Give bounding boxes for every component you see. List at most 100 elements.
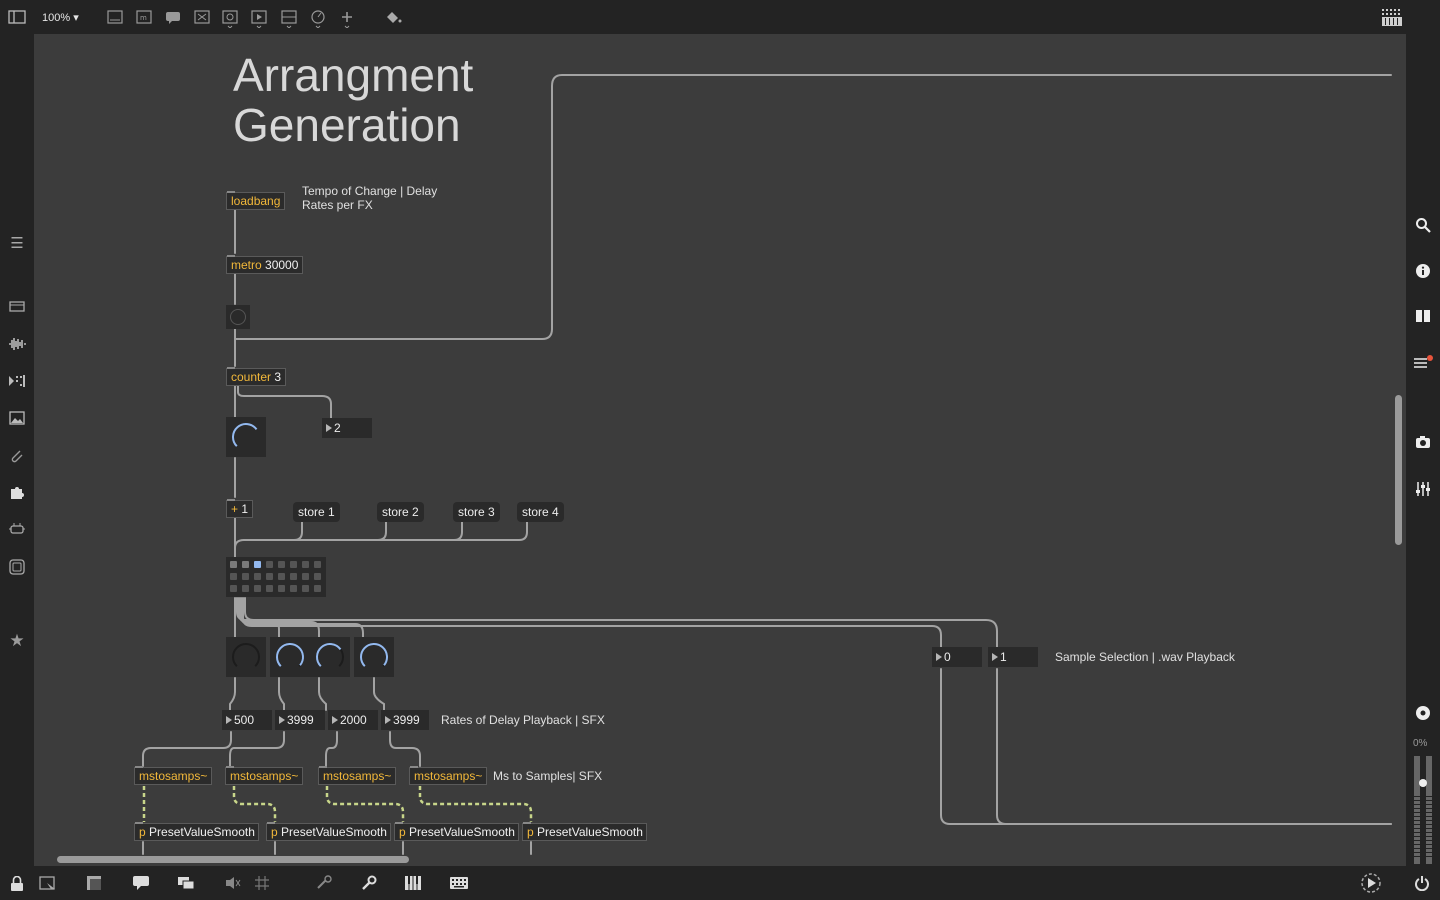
slider-icon[interactable] [281, 10, 297, 30]
store-4-message[interactable]: store 4 [517, 502, 564, 522]
preset-slot[interactable] [254, 573, 261, 580]
delay-dial-1[interactable] [226, 637, 266, 677]
store-2-message[interactable]: store 2 [377, 502, 424, 522]
loadbang-object[interactable]: loadbang [226, 191, 286, 210]
mstosamps-object-1[interactable]: mstosamps~ [134, 766, 212, 785]
preset-slot[interactable] [290, 585, 297, 592]
piano-icon[interactable] [404, 875, 422, 893]
preset-slot[interactable] [290, 561, 297, 568]
plus-object[interactable]: + 1 [226, 499, 254, 518]
star-icon[interactable]: ★ [9, 631, 25, 650]
presentation-icon[interactable] [107, 10, 123, 26]
preset-smooth-object-2[interactable]: p PresetValueSmooth [266, 822, 391, 841]
preset-smooth-object-4[interactable]: p PresetValueSmooth [522, 822, 647, 841]
lock-icon[interactable] [10, 875, 24, 894]
presentation-mode-icon[interactable] [39, 875, 57, 893]
preset-slot[interactable] [314, 561, 321, 568]
preset-slot[interactable] [230, 561, 237, 568]
book-icon[interactable] [1413, 309, 1433, 326]
patcher-canvas[interactable]: Arrangment Generation loadbang Tempo of … [34, 34, 1406, 866]
preset-slot[interactable] [266, 585, 273, 592]
rate-number-3[interactable]: 2000 [328, 710, 378, 730]
plug-icon[interactable] [7, 522, 27, 539]
preset-slot[interactable] [242, 561, 249, 568]
puzzle-icon[interactable] [7, 485, 27, 504]
preset-smooth-object-1[interactable]: p PresetValueSmooth [134, 822, 259, 841]
preset-slot[interactable] [314, 585, 321, 592]
delay-dial-2[interactable] [270, 637, 310, 677]
preset-slot[interactable] [278, 573, 285, 580]
preset-slot[interactable] [230, 585, 237, 592]
preset-slot[interactable] [254, 585, 261, 592]
rate-number-4[interactable]: 3999 [381, 710, 429, 730]
mstosamps-object-4[interactable]: mstosamps~ [409, 766, 487, 785]
layers-icon[interactable] [7, 559, 27, 578]
add-object-icon[interactable] [339, 10, 355, 30]
preset-slot[interactable] [290, 573, 297, 580]
clipboard-icon[interactable] [7, 300, 27, 315]
bang-button[interactable] [226, 305, 250, 329]
mstosamps-object-2[interactable]: mstosamps~ [225, 766, 303, 785]
preset-slot[interactable] [254, 561, 261, 568]
preset-grid[interactable] [226, 557, 326, 597]
counter-object[interactable]: counter 3 [226, 367, 287, 386]
preset-slot[interactable] [278, 585, 285, 592]
preset-slot[interactable] [302, 585, 309, 592]
info-icon[interactable] [1413, 263, 1433, 282]
counter-number-box[interactable]: 2 [322, 418, 372, 438]
preset-slot[interactable] [266, 561, 273, 568]
play-icon[interactable] [251, 10, 267, 30]
zoom-select[interactable]: 100% ▾ [42, 12, 79, 24]
delay-dial-4[interactable] [354, 637, 394, 677]
sample-number-b[interactable]: 1 [988, 647, 1038, 667]
audio-level-meter[interactable] [1414, 756, 1432, 864]
preset-slot[interactable] [314, 573, 321, 580]
preset-slot[interactable] [266, 573, 273, 580]
vertical-scrollbar[interactable] [1395, 395, 1402, 545]
preset-slot[interactable] [302, 573, 309, 580]
debug-icon[interactable] [315, 875, 333, 893]
dial-icon[interactable] [310, 10, 326, 30]
windows-icon[interactable] [177, 875, 195, 893]
rate-number-1[interactable]: 500 [222, 710, 272, 730]
store-1-message[interactable]: store 1 [293, 502, 340, 522]
attachment-icon[interactable] [7, 448, 27, 467]
search-icon[interactable] [1413, 217, 1433, 236]
camera-icon[interactable] [1413, 435, 1433, 452]
menu-icon[interactable]: ☰ [10, 235, 24, 252]
preset-slot[interactable] [230, 573, 237, 580]
mixer-icon[interactable] [1413, 481, 1433, 500]
store-3-message[interactable]: store 3 [453, 502, 500, 522]
comment-icon[interactable] [165, 10, 181, 26]
counter-dial[interactable] [226, 417, 266, 457]
sidebar-toggle-icon[interactable] [8, 10, 26, 26]
list-icon[interactable] [1413, 355, 1433, 374]
toggle-icon[interactable] [222, 10, 238, 30]
waveform-icon[interactable] [7, 337, 27, 354]
preset-slot[interactable] [302, 561, 309, 568]
patcher-icon[interactable] [86, 875, 102, 893]
preset-slot[interactable] [278, 561, 285, 568]
grid-icon[interactable] [254, 875, 270, 893]
preset-slot[interactable] [242, 585, 249, 592]
message-icon[interactable]: m [136, 10, 152, 26]
wrench-icon[interactable] [361, 875, 377, 893]
preset-slot[interactable] [242, 573, 249, 580]
record-icon[interactable] [1413, 705, 1433, 724]
chat-icon[interactable] [132, 875, 150, 893]
transport-icon[interactable] [1360, 872, 1382, 896]
close-box-icon[interactable] [194, 10, 210, 26]
sequence-icon[interactable] [7, 374, 27, 391]
paint-bucket-icon[interactable] [384, 10, 402, 26]
keyboard-grid-icon[interactable] [449, 875, 469, 893]
mute-icon[interactable] [224, 875, 242, 893]
metro-object[interactable]: metro 30000 [226, 255, 304, 274]
power-icon[interactable] [1414, 875, 1430, 893]
horizontal-scrollbar[interactable] [57, 856, 409, 863]
delay-dial-3[interactable] [310, 637, 350, 677]
rate-number-2[interactable]: 3999 [275, 710, 325, 730]
keyboard-icon[interactable] [1382, 9, 1404, 29]
mstosamps-object-3[interactable]: mstosamps~ [318, 766, 396, 785]
preset-smooth-object-3[interactable]: p PresetValueSmooth [394, 822, 519, 841]
image-icon[interactable] [7, 411, 27, 428]
